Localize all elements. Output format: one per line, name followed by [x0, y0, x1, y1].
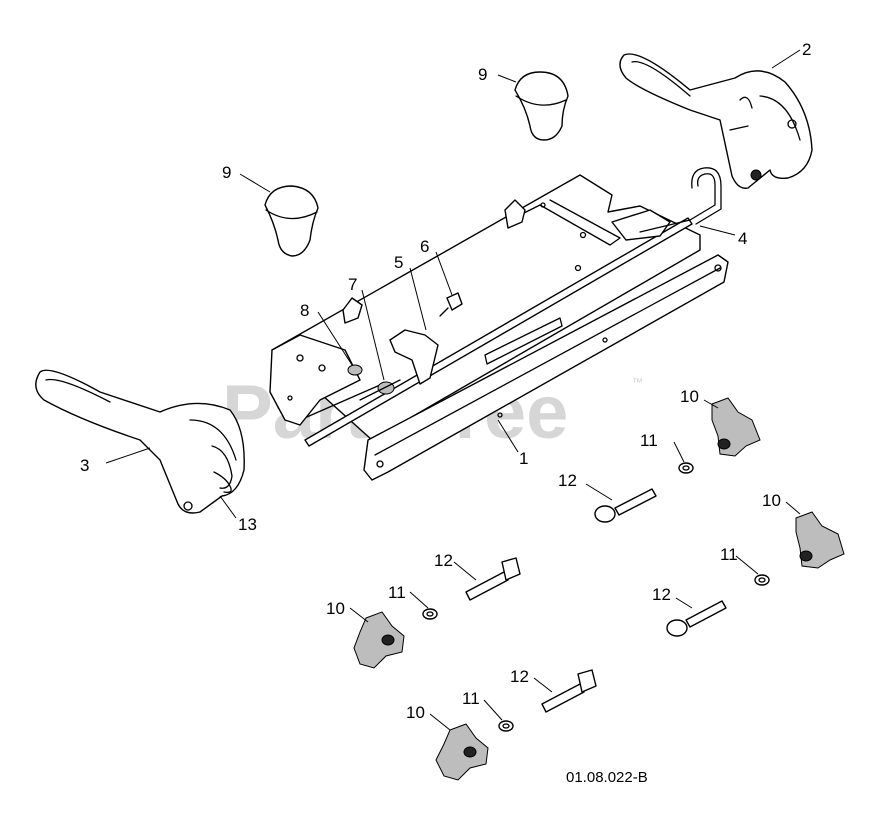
- callout-12-b: 12: [434, 551, 453, 570]
- star-knob-part-10-c: [353, 611, 405, 669]
- callout-12-a: 12: [558, 471, 577, 490]
- washer-part-11-a: [678, 462, 694, 474]
- callout-2: 2: [802, 40, 811, 59]
- callout-3: 3: [80, 456, 89, 475]
- star-knob-part-10-a: [711, 397, 761, 457]
- callout-12-c: 12: [652, 585, 671, 604]
- carriage-bolt-part-12-c: [666, 600, 727, 637]
- washer-part-11-c: [422, 608, 438, 620]
- carriage-bolt-part-12-a: [594, 488, 657, 523]
- frame-assembly-part-1: [269, 167, 729, 481]
- callout-9-top: 9: [478, 65, 487, 84]
- callout-5: 5: [394, 253, 403, 272]
- callout-10-c: 10: [326, 599, 345, 618]
- handle-part-3: [35, 369, 245, 514]
- star-knob-part-10-d: [435, 723, 489, 781]
- leader-lines: [105, 49, 801, 731]
- carriage-bolt-part-12-b: [465, 557, 521, 601]
- callout-10-d: 10: [406, 703, 425, 722]
- callout-11-a: 11: [640, 431, 658, 450]
- pin-part-7: [359, 379, 401, 401]
- clip-part-13: [213, 471, 232, 494]
- callout-11-d: 11: [462, 689, 480, 708]
- bolt-part-6: [439, 292, 463, 317]
- knob-part-9-left: [264, 185, 319, 257]
- shift-rod-part-4: [639, 219, 691, 233]
- callout-10-b: 10: [762, 491, 781, 510]
- callout-1: 1: [519, 449, 528, 468]
- callout-12-d: 12: [510, 667, 529, 686]
- callout-8: 8: [300, 301, 309, 320]
- washer-part-11-d: [498, 720, 514, 732]
- carriage-bolt-part-12-d: [541, 669, 597, 713]
- callout-6: 6: [420, 237, 429, 256]
- knob-part-9-top: [514, 71, 569, 141]
- callout-10-a: 10: [680, 387, 699, 406]
- callout-13: 13: [238, 515, 257, 534]
- callout-7: 7: [348, 275, 357, 294]
- callout-4: 4: [738, 229, 747, 248]
- callout-9-left: 9: [222, 163, 231, 182]
- star-knob-part-10-b: [795, 511, 845, 569]
- bracket-part-5: [389, 329, 439, 385]
- drawing-code: 01.08.022-B: [566, 769, 648, 786]
- washer-part-11-b: [754, 574, 770, 586]
- callout-11-c: 11: [388, 583, 406, 602]
- callouts: 1 2 3 4 5 6 7 8 9 9 10 10 10 10 11 11 11…: [80, 40, 811, 722]
- handle-part-2: [619, 53, 813, 189]
- callout-11-b: 11: [720, 545, 738, 564]
- spacer-part-8: [347, 364, 363, 376]
- watermark-trademark: ™: [632, 377, 643, 389]
